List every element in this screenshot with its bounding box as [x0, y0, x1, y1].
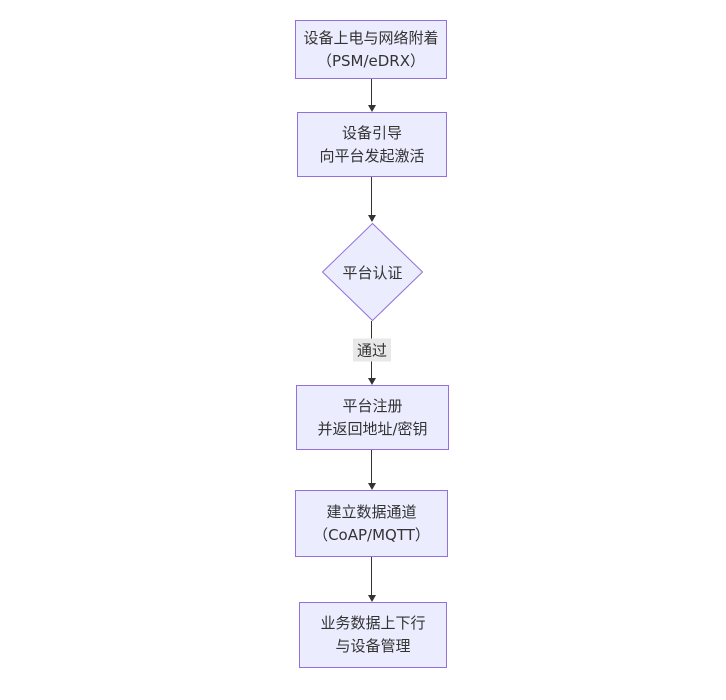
- arrow-head: [368, 483, 376, 490]
- node-text-line: 与设备管理: [335, 637, 411, 655]
- arrow-head: [368, 215, 376, 222]
- edge-line: [371, 177, 372, 216]
- node-data-channel: 建立数据通道 （CoAP/MQTT）: [295, 490, 448, 557]
- edge-label-pass: 通过: [352, 338, 392, 362]
- node-text-line: （PSM/eDRX）: [316, 51, 426, 70]
- node-platform-auth: 平台认证: [322, 223, 423, 321]
- node-power-attach: 设备上电与网络附着 （PSM/eDRX）: [295, 20, 447, 79]
- node-text-line: 设备引导: [341, 123, 402, 142]
- arrow-head: [368, 595, 376, 602]
- node-business-data: 业务数据上下行 与设备管理: [299, 602, 447, 668]
- diamond-shape: [322, 223, 423, 321]
- arrow-head: [368, 105, 376, 112]
- edge-line: [371, 450, 372, 483]
- node-bootstrap-activate: 设备引导 向平台发起激活: [297, 112, 447, 177]
- node-text-line: 设备上电与网络附着: [303, 28, 439, 47]
- node-text-line: 建立数据通道: [326, 502, 417, 521]
- node-text-line: 平台注册: [342, 396, 403, 415]
- node-text-line: 业务数据上下行: [320, 614, 426, 632]
- node-text-line: （CoAP/MQTT）: [313, 525, 430, 544]
- edge-line: [371, 557, 372, 595]
- node-text-line: 向平台发起激活: [319, 146, 425, 165]
- arrow-head: [368, 378, 376, 385]
- node-text-line: 平台认证: [342, 263, 403, 282]
- edge-line: [371, 79, 372, 106]
- node-platform-register: 平台注册 并返回地址/密钥: [296, 385, 449, 450]
- node-text-line: 并返回地址/密钥: [317, 419, 428, 438]
